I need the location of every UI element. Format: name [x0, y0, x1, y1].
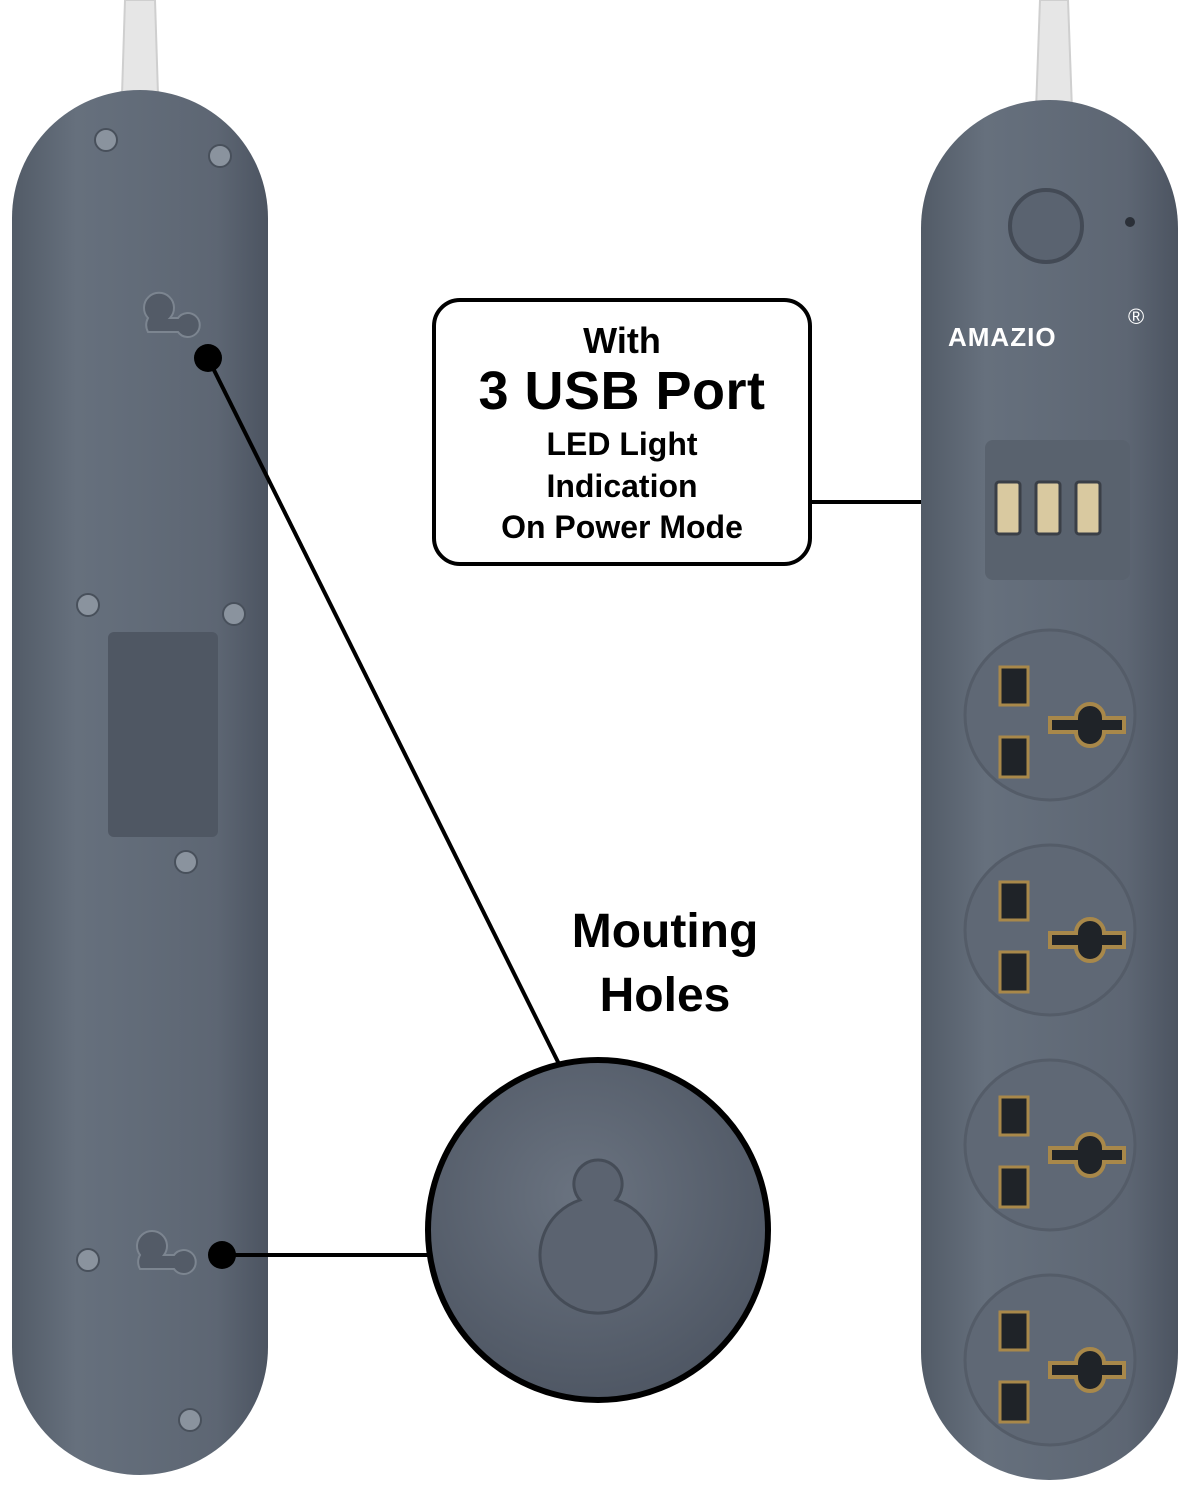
callout-line-1: With	[583, 320, 661, 361]
keyhole-mount-icon	[136, 291, 201, 1275]
mounting-label-line-2: Holes	[599, 969, 731, 1022]
universal-socket-icon	[963, 628, 1137, 802]
universal-socket-icon	[963, 1273, 1137, 1447]
front-cable	[1034, 0, 1074, 111]
power-switch-icon	[1008, 188, 1084, 264]
callout-line-3: LED Light	[546, 426, 698, 462]
power-strip-front-view	[921, 0, 1178, 1480]
usb-port-icon	[994, 480, 1102, 536]
brand-name: AMAZIO	[948, 322, 1057, 352]
callout-line-2: 3 USB Port	[478, 361, 766, 421]
led-indicator	[1125, 217, 1135, 227]
callout-line-5: On Power Mode	[501, 509, 743, 545]
callout-line-4: Indication	[546, 468, 698, 504]
screw-icon	[76, 128, 246, 1432]
keyhole-mount-icon	[538, 1158, 658, 1315]
usb-feature-callout: With 3 USB Port LED Light Indication On …	[432, 298, 812, 566]
mounting-hole-zoom	[425, 1057, 771, 1403]
power-strip-back-view	[12, 0, 268, 1475]
registered-mark: ®	[1128, 304, 1146, 329]
universal-socket-icon	[963, 1058, 1137, 1232]
back-cable	[120, 0, 160, 96]
mounting-label-line-1: Mouting	[571, 905, 759, 958]
universal-socket-icon	[963, 843, 1137, 1017]
mounting-holes-label: Mouting Holes	[530, 900, 800, 1028]
label-recess	[108, 632, 218, 837]
brand-logo: AMAZIO ®	[948, 304, 1148, 353]
